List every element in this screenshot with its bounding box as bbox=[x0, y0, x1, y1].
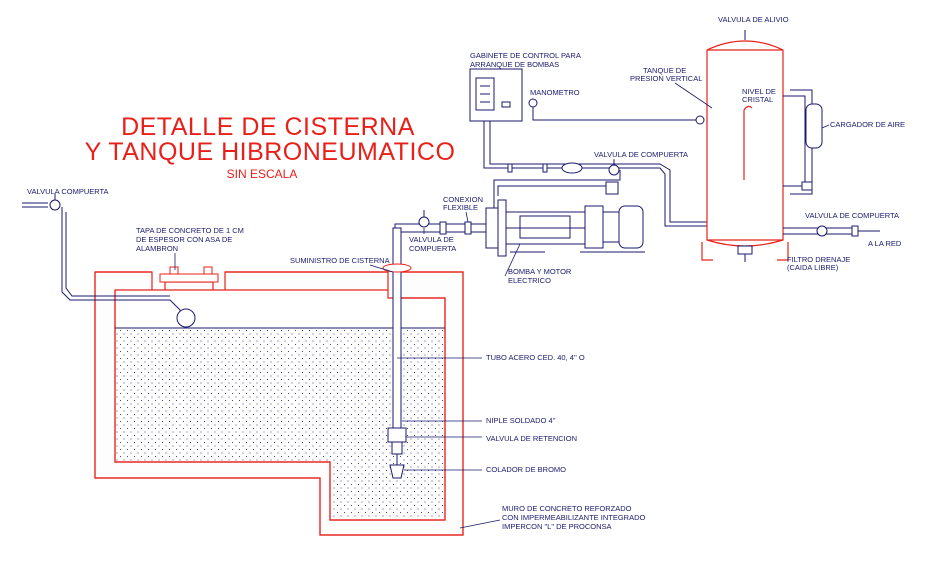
float-valve-icon bbox=[176, 308, 196, 328]
label-tubo: TUBO ACERO CED. 40, 4'' O bbox=[486, 353, 585, 362]
label-suministro: SUMINISTRO DE CISTERNA bbox=[290, 256, 390, 265]
label-bomba-2: ELECTRICO bbox=[508, 276, 551, 285]
label-a-la-red: A LA RED bbox=[868, 239, 902, 248]
label-tanque-1: TANQUE DE bbox=[643, 66, 686, 75]
pump-line bbox=[394, 118, 710, 257]
label-tanque-2: PRESION VERTICAL bbox=[630, 74, 702, 83]
air-charger bbox=[783, 89, 823, 195]
scale-note: SIN ESCALA bbox=[227, 167, 298, 181]
label-valvula-compuerta-top: VALVULA DE COMPUERTA bbox=[594, 150, 688, 159]
cistern-walls bbox=[94, 271, 464, 536]
label-conexion-2: FLEXIBLE bbox=[443, 203, 478, 212]
label-muro-2: CON IMPERMEABILIZANTE INTEGRADO bbox=[502, 513, 646, 522]
label-colador: COLADOR DE BROMO bbox=[486, 465, 566, 474]
label-conexion-1: CONEXION bbox=[443, 195, 483, 204]
label-valvula-compuerta-left: VALVULA COMPUERTA bbox=[27, 187, 109, 196]
label-nivel-2: CRISTAL bbox=[742, 95, 773, 104]
manometer-icon bbox=[528, 98, 538, 108]
title-line-1: DETALLE DE CISTERNA bbox=[121, 113, 415, 141]
title-line-2: Y TANQUE HIBRONEUMATICO bbox=[85, 138, 456, 166]
inlet-pipe bbox=[22, 194, 196, 328]
label-valvula-de-2: COMPUERTA bbox=[409, 244, 456, 253]
label-tapa-1: TAPA DE CONCRETO DE 1 CM bbox=[136, 226, 244, 235]
outlet-pipe bbox=[783, 225, 880, 237]
label-manometro: MANOMETRO bbox=[530, 88, 580, 97]
suction-pipe bbox=[382, 227, 412, 479]
label-valvula-alivio: VALVULA DE ALIVIO bbox=[718, 15, 789, 24]
label-nivel-1: NIVEL DE bbox=[742, 87, 776, 96]
label-retencion: VALVULA DE RETENCION bbox=[486, 434, 577, 443]
concrete-lid bbox=[159, 266, 219, 283]
label-gabinete-1: GABINETE DE CONTROL PARA bbox=[470, 51, 581, 60]
label-bomba-1: BOMBA Y MOTOR bbox=[508, 267, 572, 276]
label-niple: NIPLE SOLDADO 4'' bbox=[486, 416, 556, 425]
label-muro-1: MURO DE CONCRETO REFORZADO bbox=[502, 504, 632, 513]
label-valvula-compuerta-right: VALVULA DE COMPUERTA bbox=[805, 211, 899, 220]
pressure-tank bbox=[695, 30, 789, 262]
label-tapa-3: ALAMBRON bbox=[136, 244, 178, 253]
label-muro-3: IMPERCON "L" DE PROCONSA bbox=[502, 522, 612, 531]
label-filtro-1: FILTRO DRENAJE bbox=[787, 255, 850, 264]
label-filtro-2: (CAIDA LIBRE) bbox=[787, 263, 839, 272]
label-valvula-de-1: VALVULA DE bbox=[409, 235, 454, 244]
control-cabinet bbox=[469, 68, 523, 122]
label-cargador: CARGADOR DE AIRE bbox=[830, 120, 905, 129]
label-tapa-2: DE ESPESOR CON ASA DE bbox=[136, 235, 232, 244]
label-gabinete-2: ARRANQUE DE BOMBAS bbox=[470, 60, 559, 69]
